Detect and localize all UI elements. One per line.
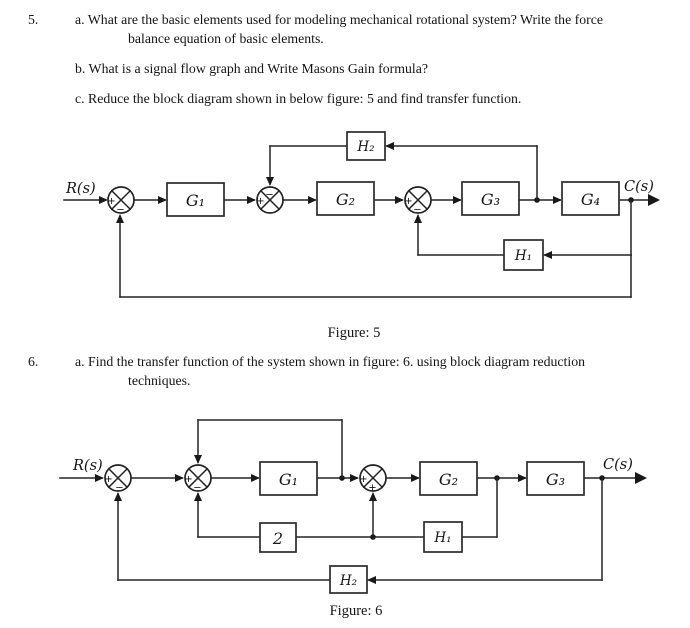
figure6-block-h1: H₁ [423, 521, 463, 553]
figure5-sum1-left-sign: + [107, 196, 115, 207]
figure6-sum1-bottom-sign: − [115, 483, 123, 494]
figure5-output-label: C(s) [624, 179, 654, 195]
figure5-sum3-bottom-sign: − [413, 205, 421, 216]
figure5-sum1: + − [107, 186, 135, 216]
figure6-wiring [59, 419, 647, 584]
figure5-sum3: + − [404, 186, 432, 216]
figure6-block-g1-label: G₁ [279, 470, 298, 489]
figure5-sum1-bottom-sign: − [116, 205, 124, 216]
figure5-block-g3-label: G₃ [481, 190, 500, 209]
figure6-diagram: + − + − + + G₁ G₂ G₃ [59, 419, 647, 619]
figure6-block-g2-label: G₂ [439, 470, 458, 489]
figure6-block-g2: G₂ [419, 461, 478, 496]
figure6-sum2: + − [184, 464, 212, 494]
question6-number: 6. [28, 354, 39, 369]
question6-part-a-line1: a. Find the transfer function of the sys… [75, 354, 585, 369]
figure5-input-label: R(s) [65, 181, 96, 197]
question5-part-a-line2: balance equation of basic elements. [128, 31, 324, 46]
figure5-block-g2: G₂ [316, 181, 375, 216]
figure5-caption: Figure: 5 [328, 325, 381, 341]
figure6-sum3-bottom-sign: + [368, 483, 376, 494]
figure5-diagram: + − + − + − G₁ G₂ G₃ [63, 131, 660, 341]
figure6-block-g1: G₁ [259, 461, 318, 496]
figure6-sum1: + − [104, 464, 132, 494]
figure6-output-label: C(s) [603, 457, 633, 473]
figure6-input-label: R(s) [72, 458, 103, 474]
question5-part-a-line1: a. What are the basic elements used for … [75, 12, 603, 27]
figure5-block-g2-label: G₂ [336, 190, 355, 209]
figure5-sum2-top-sign: − [265, 190, 273, 201]
figure6-block-g3: G₃ [526, 461, 585, 496]
question5-number: 5. [28, 12, 39, 27]
figure5-block-g4: G₄ [561, 181, 620, 216]
question6-part-a-line2: techniques. [128, 373, 191, 388]
figure6-sum2-bottom-sign: − [193, 483, 201, 494]
figure5-sum2-left-sign: + [256, 196, 264, 207]
figure5-wiring [63, 142, 660, 298]
figure6-sum2-left-sign: + [184, 474, 192, 485]
figure6-sum3: + + [359, 464, 387, 494]
figure6-block-h2-label: H₂ [339, 573, 357, 589]
question5-part-b: b. What is a signal flow graph and Write… [75, 61, 428, 76]
figure6-sum3-left-sign: + [359, 474, 367, 485]
figure6-block-two: 2 [259, 522, 297, 553]
figure6-block-g3-label: G₃ [546, 470, 565, 489]
figure5-sum2: + − [256, 186, 284, 214]
figure5-block-g4-label: G₄ [581, 190, 600, 209]
figure5-block-g1: G₁ [166, 182, 225, 217]
figure6-caption: Figure: 6 [330, 603, 383, 619]
figure6-sum1-left-sign: + [104, 474, 112, 485]
figure6-block-h2: H₂ [329, 565, 368, 594]
figure5-block-g1-label: G₁ [186, 191, 205, 210]
figure6-block-two-label: 2 [272, 529, 283, 548]
figure5-block-h1-label: H₁ [514, 248, 532, 264]
figure5-block-g3: G₃ [461, 181, 520, 216]
figure6-block-h1-label: H₁ [433, 530, 451, 546]
figure5-sum3-left-sign: + [404, 196, 412, 207]
figure5-block-h1: H₁ [503, 239, 544, 271]
figure5-block-h2-label: H₂ [356, 139, 374, 155]
figure5-block-h2: H₂ [346, 131, 386, 161]
question5-part-c: c. Reduce the block diagram shown in bel… [75, 91, 522, 106]
